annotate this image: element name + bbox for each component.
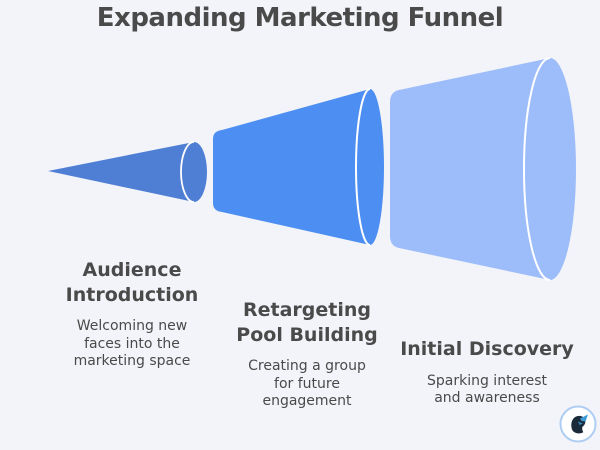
stage-label-initial-discovery: Initial Discovery Sparking interest and … bbox=[397, 337, 577, 408]
funnel-segment-1 bbox=[48, 141, 207, 203]
stage-label-retargeting-pool-building: Retargeting Pool Building Creating a gro… bbox=[217, 298, 397, 411]
page-title: Expanding Marketing Funnel bbox=[96, 3, 504, 33]
stage-description: Sparking interest and awareness bbox=[426, 372, 548, 407]
brand-logo-badge[interactable] bbox=[558, 404, 598, 444]
funnel-cap-line-1 bbox=[180, 141, 195, 203]
stage-name: Initial Discovery bbox=[400, 338, 574, 360]
funnel-cone-3 bbox=[390, 58, 576, 280]
stage-label-audience-introduction: Audience Introduction Welcoming new face… bbox=[42, 258, 222, 371]
stage-description: Welcoming new faces into the marketing s… bbox=[73, 318, 191, 370]
logo-accent-wing-small bbox=[578, 421, 583, 425]
stage-description: Creating a group for future engagement bbox=[248, 358, 366, 410]
funnel-cone-1 bbox=[48, 142, 207, 202]
funnel-cap-line-3 bbox=[523, 57, 551, 281]
funnel-segment-2 bbox=[213, 88, 384, 246]
funnel-cap-line-2 bbox=[355, 88, 371, 246]
stage-name: Audience Introduction bbox=[65, 259, 199, 306]
funnel-cone-2 bbox=[213, 89, 384, 245]
logo-accent-wing bbox=[580, 414, 588, 422]
stage-name: Retargeting Pool Building bbox=[236, 299, 378, 346]
funnel-segment-3 bbox=[390, 57, 576, 281]
